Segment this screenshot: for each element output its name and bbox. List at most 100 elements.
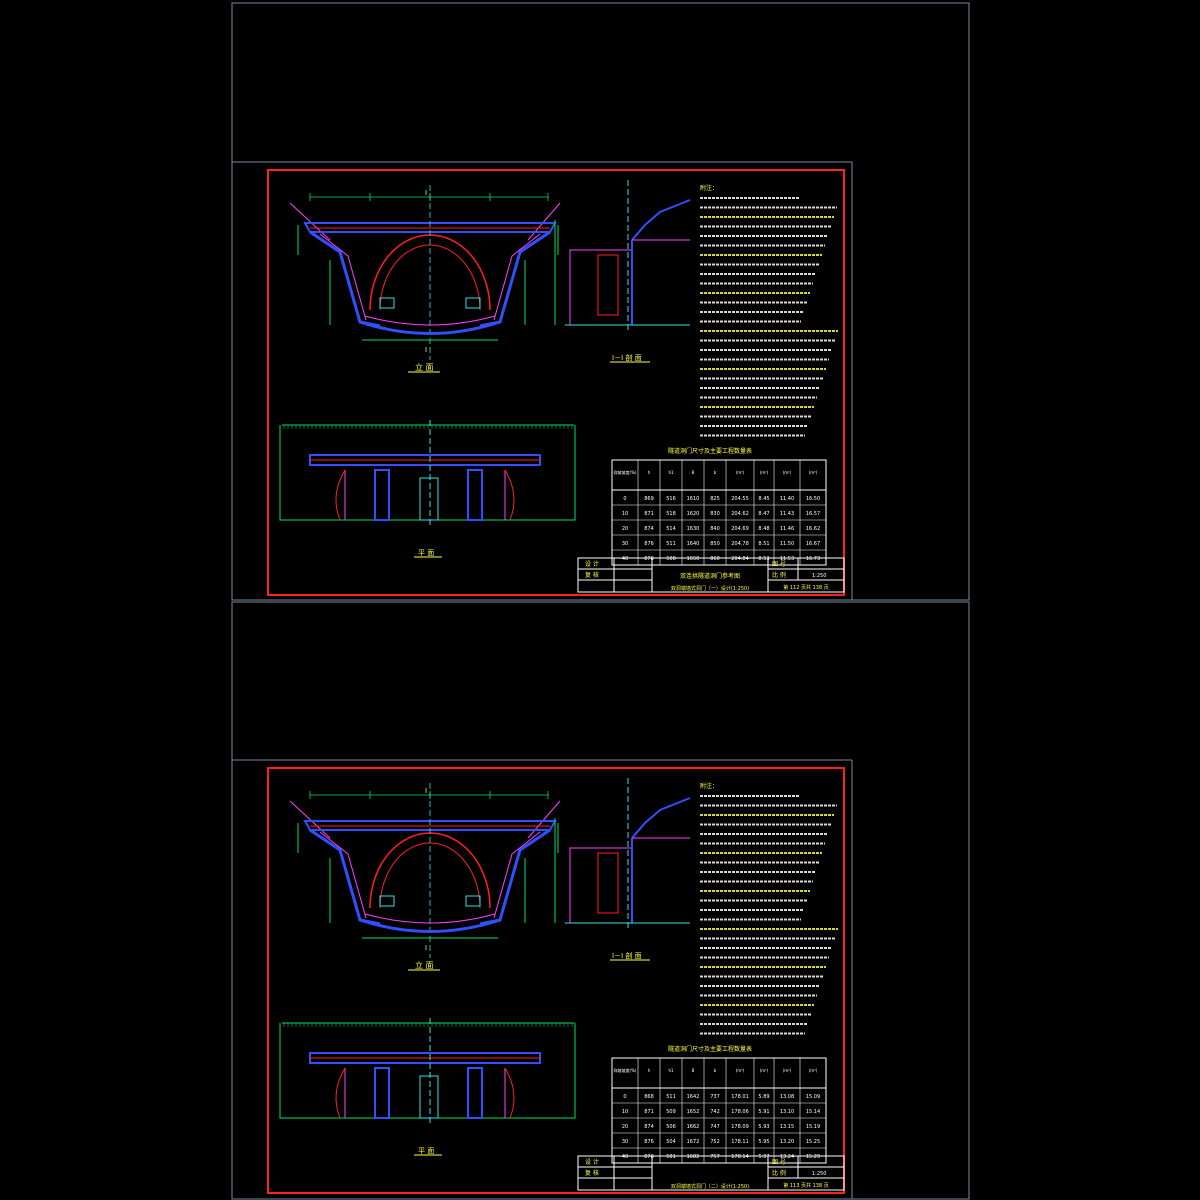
scale-label: 比 例 xyxy=(772,1169,786,1177)
invert-arch xyxy=(359,918,501,933)
table-header: (m³) xyxy=(736,1068,745,1073)
table-cell: 11.40 xyxy=(780,496,794,502)
slope-line-right xyxy=(527,800,561,839)
plan-outline xyxy=(279,425,576,521)
table-cell: 1630 xyxy=(687,526,700,532)
table-cell: 516 xyxy=(666,496,676,502)
table-cell: 8.48 xyxy=(758,526,769,532)
table-cell: 13.24 xyxy=(780,1154,794,1160)
plan-center-pier xyxy=(419,477,439,521)
chart-no-label: 图 号 xyxy=(772,561,786,568)
plan-curve-left xyxy=(335,1067,346,1119)
table-cell: 752 xyxy=(710,1139,720,1145)
table-cell: 0 xyxy=(623,496,626,502)
table-cell: 16.73 xyxy=(806,556,820,562)
design-label: 设 计 xyxy=(585,1158,599,1166)
plan-view: 平 面 xyxy=(279,1018,576,1156)
elevation-view: ⅠⅠ立 面 xyxy=(289,185,561,373)
table-cell: 0 xyxy=(623,1094,626,1100)
table-cell: 204.78 xyxy=(731,541,749,547)
table-cell: 737 xyxy=(710,1094,720,1100)
section-wall xyxy=(569,847,633,924)
outer-frame-bottom xyxy=(231,601,970,1200)
table-cell: 30 xyxy=(622,1139,628,1145)
table-cell: 860 xyxy=(710,556,720,562)
wing-wall-left xyxy=(309,828,381,926)
table-cell: 869 xyxy=(644,496,654,502)
table-cell: 8.51 xyxy=(758,541,769,547)
section-core xyxy=(597,254,619,316)
table-cell: 747 xyxy=(710,1124,720,1130)
review-label: 复 核 xyxy=(585,571,599,579)
table-title: 隧道洞门尺寸及主要工程数量表 xyxy=(668,447,752,455)
table-cell: 850 xyxy=(710,541,720,547)
table-cell: 16.67 xyxy=(806,541,820,547)
table-cell: 871 xyxy=(644,1109,654,1115)
invert-arch-inner xyxy=(364,315,496,326)
table-cell: 10 xyxy=(622,511,628,517)
table-cell: 5.95 xyxy=(758,1139,769,1145)
scale-label: 比 例 xyxy=(772,571,786,579)
table-cell: 868 xyxy=(644,1094,654,1100)
table-header: (m²) xyxy=(783,470,792,475)
table-cell: 15.25 xyxy=(806,1139,820,1145)
drawing-title: 双洞端墙式洞门（一）设计(1:250) xyxy=(671,585,749,592)
drain-left xyxy=(379,895,395,907)
notes-block: 附注： xyxy=(700,782,838,1035)
tunnel-arch-inner xyxy=(379,842,481,909)
wing-wall-right-inner xyxy=(493,831,541,919)
chart-no-label: 图 号 xyxy=(772,1159,786,1166)
table-cell: 11.43 xyxy=(780,511,794,517)
drawing-sheet-2: ⅠⅠ立 面Ⅰ－Ⅰ 剖 面平 面附注：隧道洞门尺寸及主要工程数量表仰坡坡度(%)h… xyxy=(267,767,845,1194)
title-block-border xyxy=(577,557,845,593)
table-header: 仰坡坡度(%) xyxy=(614,1067,637,1073)
table-header: (m²) xyxy=(760,470,769,475)
plan-outline xyxy=(279,1023,576,1119)
table-cell: 878 xyxy=(644,1154,654,1160)
section-slope xyxy=(631,797,691,839)
slope-line-right xyxy=(527,202,561,241)
slope-line-left xyxy=(289,800,331,839)
table-cell: 874 xyxy=(644,1124,654,1130)
table-header: h xyxy=(648,1068,651,1073)
page-number: 第 112 页共 138 页 xyxy=(783,584,828,591)
table-cell: 871 xyxy=(644,511,654,517)
table-cell: 11.50 xyxy=(780,541,794,547)
table-border xyxy=(611,459,827,566)
table-cell: 16.50 xyxy=(806,496,820,502)
table-cell: 178.14 xyxy=(731,1154,749,1160)
drain-left xyxy=(379,297,395,309)
table-cell: 8.45 xyxy=(758,496,769,502)
table-header: h xyxy=(648,470,651,475)
plan-pier-right xyxy=(467,469,483,521)
table-cell: 204.69 xyxy=(731,526,749,532)
wing-wall-right xyxy=(479,828,551,926)
plan-curve-left xyxy=(335,469,346,521)
table-cell: 8.53 xyxy=(758,556,769,562)
section-title: Ⅰ－Ⅰ 剖 面 xyxy=(612,353,642,362)
table-border xyxy=(611,1057,827,1164)
wing-wall-right-inner xyxy=(493,233,541,321)
table-cell: 40 xyxy=(622,1154,628,1160)
table-header: (m³) xyxy=(809,1068,818,1073)
table-cell: 13.15 xyxy=(780,1124,794,1130)
table-cell: 518 xyxy=(666,511,676,517)
table-cell: 16.62 xyxy=(806,526,820,532)
table-cell: 501 xyxy=(666,1154,676,1160)
drawing-frame xyxy=(267,169,845,596)
plan-center-pier xyxy=(419,1075,439,1119)
section-view: Ⅰ－Ⅰ 剖 面 xyxy=(554,180,691,363)
table-cell: 876 xyxy=(644,1139,654,1145)
drawing-title: 双洞端墙式洞门（二）设计(1:250) xyxy=(671,1183,749,1190)
scale-value: 1:250 xyxy=(812,573,826,579)
table-cell: 1662 xyxy=(687,1124,700,1130)
section-title: Ⅰ－Ⅰ 剖 面 xyxy=(612,951,642,960)
table-cell: 11.53 xyxy=(780,556,794,562)
notes-block: 附注： xyxy=(700,184,838,437)
table-cell: 1610 xyxy=(687,496,700,502)
table-header: (m³) xyxy=(736,470,745,475)
slope-line-left xyxy=(289,202,331,241)
drawing-sheet-1: ⅠⅠ立 面Ⅰ－Ⅰ 剖 面平 面附注：隧道洞门尺寸及主要工程数量表仰坡坡度(%)h… xyxy=(267,169,845,596)
